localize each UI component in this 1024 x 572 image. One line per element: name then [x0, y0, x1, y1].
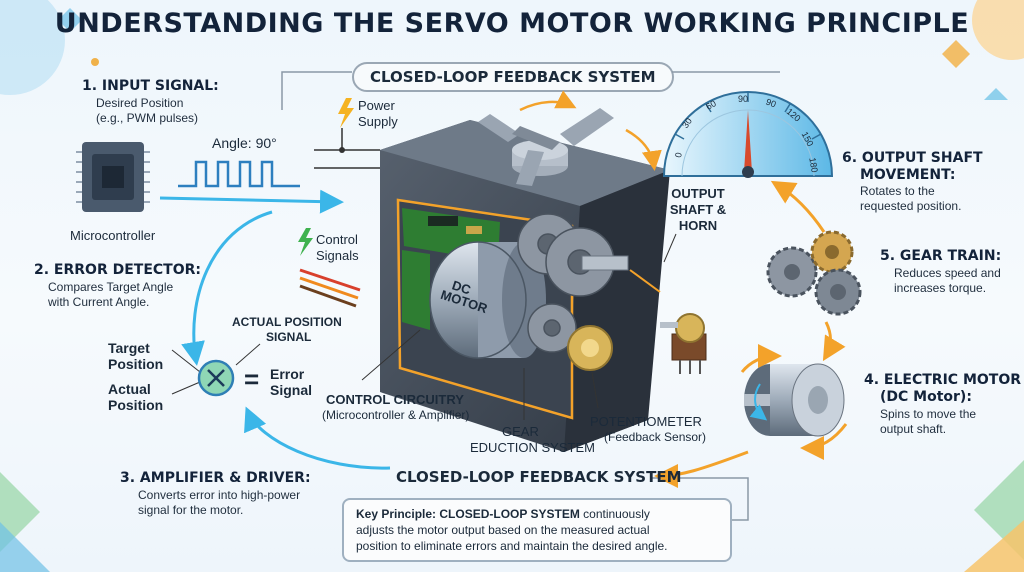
angle-gauge — [662, 91, 834, 178]
external-potentiometer — [660, 313, 707, 374]
step-3-desc-2: signal for the motor. — [138, 503, 244, 517]
equals-sign: = — [244, 364, 260, 394]
key-principle-box: Key Principle: CLOSED-LOOP SYSTEM contin… — [342, 498, 732, 562]
potentiometer-label-2: (Feedback Sensor) — [604, 430, 707, 444]
step-5-desc-2: increases torque. — [894, 281, 987, 295]
power-label-2: Supply — [358, 114, 398, 129]
step-2-desc-2: with Current Angle. — [48, 295, 150, 309]
target-position-label-2: Position — [108, 356, 164, 372]
step-3-desc-1: Converts error into high-power — [138, 488, 301, 502]
step-1-desc-1: Desired Position — [96, 96, 184, 110]
actual-position-signal-label-2: SIGNAL — [266, 330, 312, 344]
corner-decoration-left — [0, 0, 99, 95]
electric-motor-graphic — [744, 363, 845, 437]
corner-decoration-bottom-left — [0, 472, 50, 572]
potentiometer-label-1: POTENTIOMETER — [590, 414, 702, 429]
gear-train-graphic — [766, 230, 862, 316]
step-4-title-2: (DC Motor): — [880, 389, 972, 405]
gear-reduction-label-1: GEAR — [502, 424, 539, 439]
banner-bottom: CLOSED-LOOP FEEDBACK SYSTEM — [396, 468, 682, 486]
error-signal-label-2: Signal — [270, 382, 313, 398]
servo-horn — [478, 108, 614, 186]
banner-top: CLOSED-LOOP FEEDBACK SYSTEM — [352, 62, 674, 92]
step-6-title: 6. OUTPUT SHAFT — [842, 150, 983, 166]
step-1-title: 1. INPUT SIGNAL: — [82, 78, 219, 94]
step-4-title: 4. ELECTRIC MOTOR — [864, 372, 1022, 388]
control-circuitry-label-2: (Microcontroller & Amplifier) — [322, 408, 470, 422]
gauge-tick-90a: 90 — [738, 94, 749, 104]
step-5-title: 5. GEAR TRAIN: — [880, 248, 1002, 264]
control-signals-label-1: Control — [316, 232, 358, 247]
corner-decoration-right — [942, 0, 1024, 100]
step-4-desc-2: output shaft. — [880, 422, 947, 436]
output-shaft-label-1: OUTPUT — [671, 186, 725, 201]
control-circuitry-label-1: CONTROL CIRCUITRY — [326, 392, 464, 407]
actual-position-signal-label-1: ACTUAL POSITION — [232, 315, 342, 329]
step-2-desc-1: Compares Target Angle — [48, 280, 174, 294]
step-3-title: 3. AMPLIFIER & DRIVER: — [120, 470, 311, 486]
gear-reduction-label-2: EDUCTION SYSTEM — [470, 440, 595, 455]
microcontroller-label: Microcontroller — [70, 228, 156, 243]
key-principle-bold: Key Principle: CLOSED-LOOP SYSTEM — [356, 507, 580, 521]
step-4-desc-1: Spins to move the — [880, 407, 977, 421]
corner-decoration-bottom-right — [964, 460, 1024, 572]
step-1-desc-2: (e.g., PWM pulses) — [96, 111, 199, 125]
step-2-title: 2. ERROR DETECTOR: — [34, 262, 202, 278]
output-shaft-label-3: HORN — [678, 218, 718, 233]
key-principle-line-2: adjusts the motor output based on the me… — [356, 523, 650, 537]
control-signals-label-2: Signals — [316, 248, 359, 263]
target-position-label-1: Target — [108, 340, 150, 356]
angle-label: Angle: 90° — [212, 135, 277, 151]
output-shaft-label-2: SHAFT & — [669, 202, 727, 217]
internal-gears — [517, 213, 615, 353]
actual-position-label-1: Actual — [108, 381, 151, 397]
step-6-desc-2: requested position. — [860, 199, 962, 213]
step-6-desc-1: Rotates to the — [860, 184, 935, 198]
key-principle-line-1-rest: continuously — [579, 507, 650, 521]
step-5-desc-1: Reduces speed and — [894, 266, 1001, 280]
key-principle-line-3: position to eliminate errors and maintai… — [356, 539, 668, 553]
page-title: UNDERSTANDING THE SERVO MOTOR WORKING PR… — [54, 8, 970, 39]
step-6-title-2: MOVEMENT: — [860, 167, 956, 183]
actual-position-label-2: Position — [108, 397, 164, 413]
microcontroller-chip — [76, 142, 150, 212]
key-principle-line-1: Key Principle: CLOSED-LOOP SYSTEM contin… — [356, 506, 718, 522]
power-label-1: Power — [358, 98, 395, 113]
error-signal-label-1: Error — [270, 366, 305, 382]
